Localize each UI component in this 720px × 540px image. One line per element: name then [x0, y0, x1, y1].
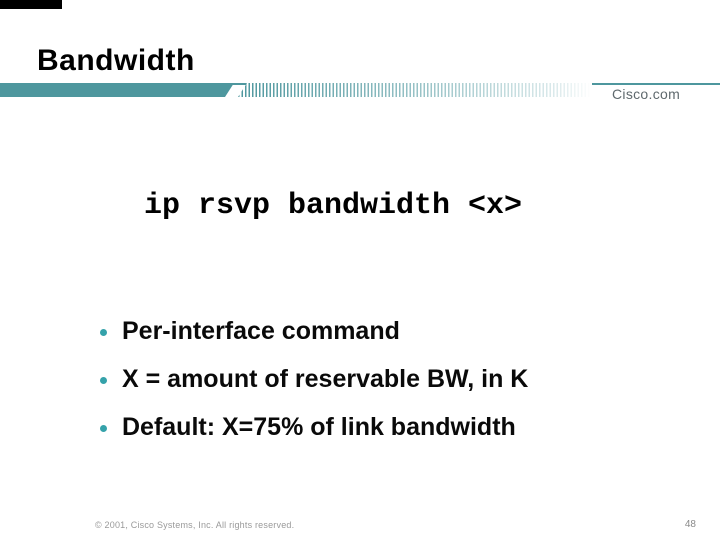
bullet-dot-icon — [100, 377, 107, 384]
cli-command-text: ip rsvp bandwidth <x> — [144, 189, 523, 223]
bullet-text: X = amount of reservable BW, in K — [122, 364, 529, 393]
bullet-item: Per-interface command — [100, 307, 528, 355]
page-number: 48 — [684, 519, 696, 530]
bullet-text: Per-interface command — [122, 316, 400, 345]
divider-stripes-pattern — [238, 83, 592, 97]
divider-bar: Cisco.com — [0, 83, 720, 102]
cisco-com-wordmark: Cisco.com — [612, 86, 681, 102]
slide-title: Bandwidth — [37, 44, 195, 77]
bullet-list: Per-interface command X = amount of rese… — [100, 307, 528, 451]
copyright-text: © 2001, Cisco Systems, Inc. All rights r… — [95, 520, 295, 530]
bullet-item: Default: X=75% of link bandwidth — [100, 403, 528, 451]
bullet-text: Default: X=75% of link bandwidth — [122, 412, 516, 441]
bullet-dot-icon — [100, 425, 107, 432]
divider-solid-bar — [0, 83, 234, 97]
bullet-item: X = amount of reservable BW, in K — [100, 355, 528, 403]
top-left-black-bar — [0, 0, 62, 9]
bullet-dot-icon — [100, 329, 107, 336]
